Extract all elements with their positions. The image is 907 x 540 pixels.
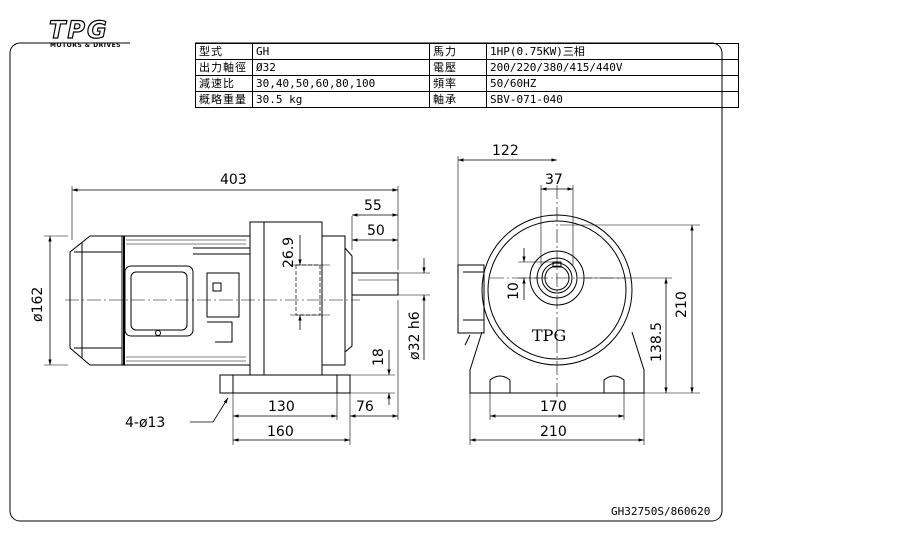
spec-row: 概略重量 30.5 kg 軸承 SBV-071-040 xyxy=(195,91,739,108)
dim-shaft-55: 55 xyxy=(364,198,382,214)
drawing-number: GH32750S/860620 xyxy=(611,505,711,518)
conduit-block xyxy=(206,272,240,318)
dim-key-26-9: 26.9 xyxy=(281,237,297,268)
spec-row: 減速比 30,40,50,60,80,100 頻率 50/60HZ xyxy=(195,75,739,92)
spec-label: 出力軸徑 xyxy=(195,59,253,76)
dim-holes: 4-ø13 xyxy=(125,415,165,431)
spec-value: 30.5 kg xyxy=(252,91,430,108)
logo-subtitle: MOTORS & DRIVES xyxy=(50,42,122,49)
spec-value: SBV-071-040 xyxy=(486,91,739,108)
spec-label: 型式 xyxy=(195,43,253,60)
dim-front-122: 122 xyxy=(492,143,519,159)
spec-label: 頻率 xyxy=(429,75,487,92)
dim-shaft-50: 50 xyxy=(367,223,385,239)
dim-base-130: 130 xyxy=(268,399,295,415)
dim-front-170: 170 xyxy=(540,399,567,415)
fan-cover xyxy=(69,235,123,366)
dim-overall-length: 403 xyxy=(220,172,247,188)
svg-text:TPG: TPG xyxy=(49,17,109,43)
dim-front-37: 37 xyxy=(545,172,563,188)
front-tpg-label: TPG xyxy=(532,326,566,345)
front-terminal xyxy=(457,264,485,334)
dim-front-138-5: 138.5 xyxy=(649,322,665,362)
spec-label: 概略重量 xyxy=(195,91,253,108)
dim-shaft-dia: ø32 h6 xyxy=(407,311,423,360)
dim-height-18: 18 xyxy=(371,348,387,366)
spec-value: 30,40,50,60,80,100 xyxy=(252,75,430,92)
dim-front-210-w: 210 xyxy=(540,424,567,440)
spec-label: 馬力 xyxy=(429,43,487,60)
spec-row: 出力軸徑 Ø32 電壓 200/220/380/415/440V xyxy=(195,59,739,76)
spec-table: 型式 GH 馬力 1HP(0.75KW)三相 出力軸徑 Ø32 電壓 200/2… xyxy=(195,43,739,108)
spec-value: GH xyxy=(252,43,430,60)
dim-front-210-h: 210 xyxy=(674,291,690,318)
dim-front-10: 10 xyxy=(506,282,522,300)
spec-value: 200/220/380/415/440V xyxy=(486,59,739,76)
dim-base-160: 160 xyxy=(267,424,294,440)
spec-value: Ø32 xyxy=(252,59,430,76)
drawing-frame xyxy=(9,42,723,522)
base-plate xyxy=(219,374,351,394)
spec-value: 1HP(0.75KW)三相 xyxy=(486,43,739,60)
spec-value: 50/60HZ xyxy=(486,75,739,92)
spec-label: 軸承 xyxy=(429,91,487,108)
spec-row: 型式 GH 馬力 1HP(0.75KW)三相 xyxy=(195,43,739,60)
dim-dia-162: ø162 xyxy=(30,287,46,322)
spec-label: 電壓 xyxy=(429,59,487,76)
tpg-logo: TPG xyxy=(47,15,127,47)
dim-base-76: 76 xyxy=(356,399,374,415)
motor-fins xyxy=(126,239,246,362)
terminal-box xyxy=(124,265,194,337)
output-shaft xyxy=(351,272,399,296)
spec-label: 減速比 xyxy=(195,75,253,92)
motor-body xyxy=(121,235,251,366)
